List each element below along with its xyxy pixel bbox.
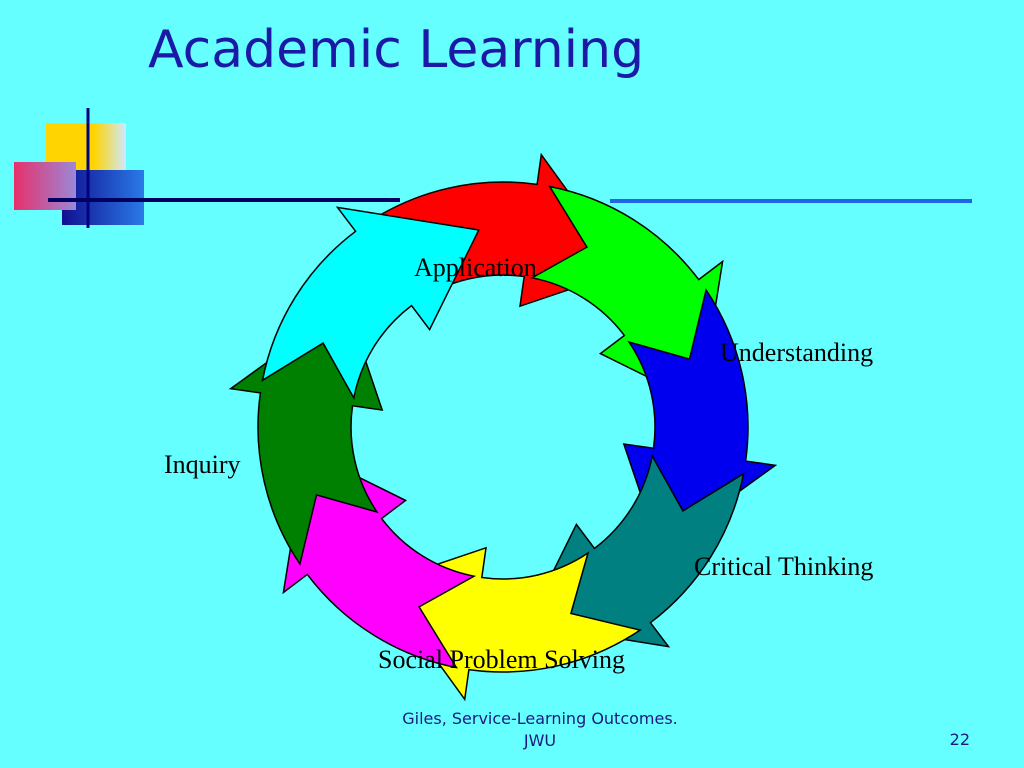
cycle-arrow-cyan xyxy=(261,206,480,401)
footer-source: Giles, Service-Learning Outcomes. JWU xyxy=(340,708,740,752)
label-application: Application xyxy=(414,253,537,282)
decorative-squares xyxy=(14,108,144,228)
footer-source-line1: Giles, Service-Learning Outcomes. xyxy=(402,709,678,728)
cycle-arrows xyxy=(228,152,778,702)
label-social-problem-solving: Social Problem Solving xyxy=(378,645,625,674)
label-inquiry: Inquiry xyxy=(164,450,241,479)
page-number: 22 xyxy=(949,730,970,749)
label-understanding: Understanding xyxy=(720,338,873,367)
square-pink xyxy=(14,162,76,210)
footer-source-line2: JWU xyxy=(523,731,557,750)
slide-title: Academic Learning xyxy=(148,20,645,80)
label-critical-thinking: Critical Thinking xyxy=(694,552,873,581)
